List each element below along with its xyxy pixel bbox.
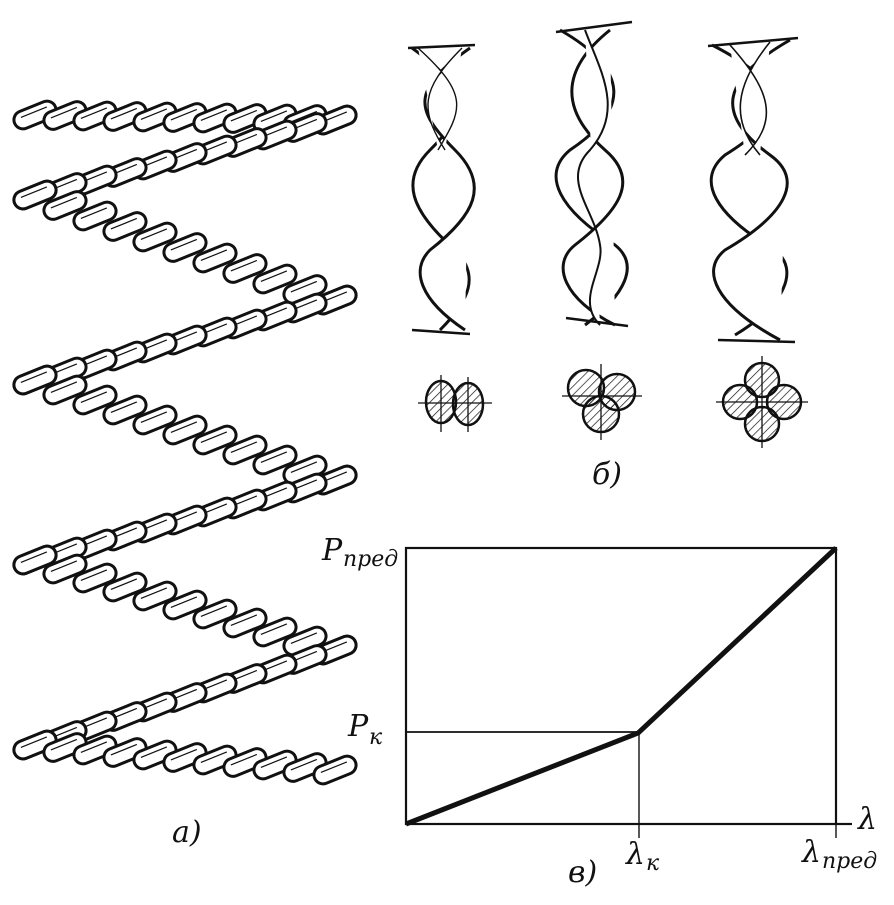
y-label-p-pred: P пред xyxy=(321,533,398,572)
lambda-k-subscript: к xyxy=(646,851,660,876)
load-curve xyxy=(405,546,838,827)
p-pred-subscript: пред xyxy=(343,547,398,572)
p-k-symbol: P xyxy=(347,709,369,744)
lambda-k-symbol: λ xyxy=(625,837,645,872)
strand-three-wire xyxy=(554,20,633,328)
load-deflection-graph xyxy=(404,546,852,838)
panel-c-label: в) xyxy=(568,855,597,890)
cross-section-four-wire xyxy=(716,356,808,448)
lambda-pred-subscript: пред xyxy=(822,849,877,874)
panel-a-label: а) xyxy=(172,815,202,850)
strand-two-wire xyxy=(407,43,476,336)
y-label-p-k: P к xyxy=(347,709,383,750)
coil-spring-drawing xyxy=(9,96,361,789)
cross-section-two-wire xyxy=(418,375,492,432)
graph-frame xyxy=(404,546,838,826)
cross-section-three-wire xyxy=(562,364,642,440)
lambda-pred-symbol: λ xyxy=(801,835,821,870)
p-pred-symbol: P xyxy=(321,533,343,568)
panel-b-label: б) xyxy=(592,457,622,492)
p-k-subscript: к xyxy=(369,725,383,750)
strand-four-wire xyxy=(707,36,799,344)
x-label-lambda-k: λ к xyxy=(625,837,660,876)
x-label-lambda-pred: λ пред xyxy=(801,835,877,874)
x-axis-lambda-label: λ xyxy=(857,802,877,837)
